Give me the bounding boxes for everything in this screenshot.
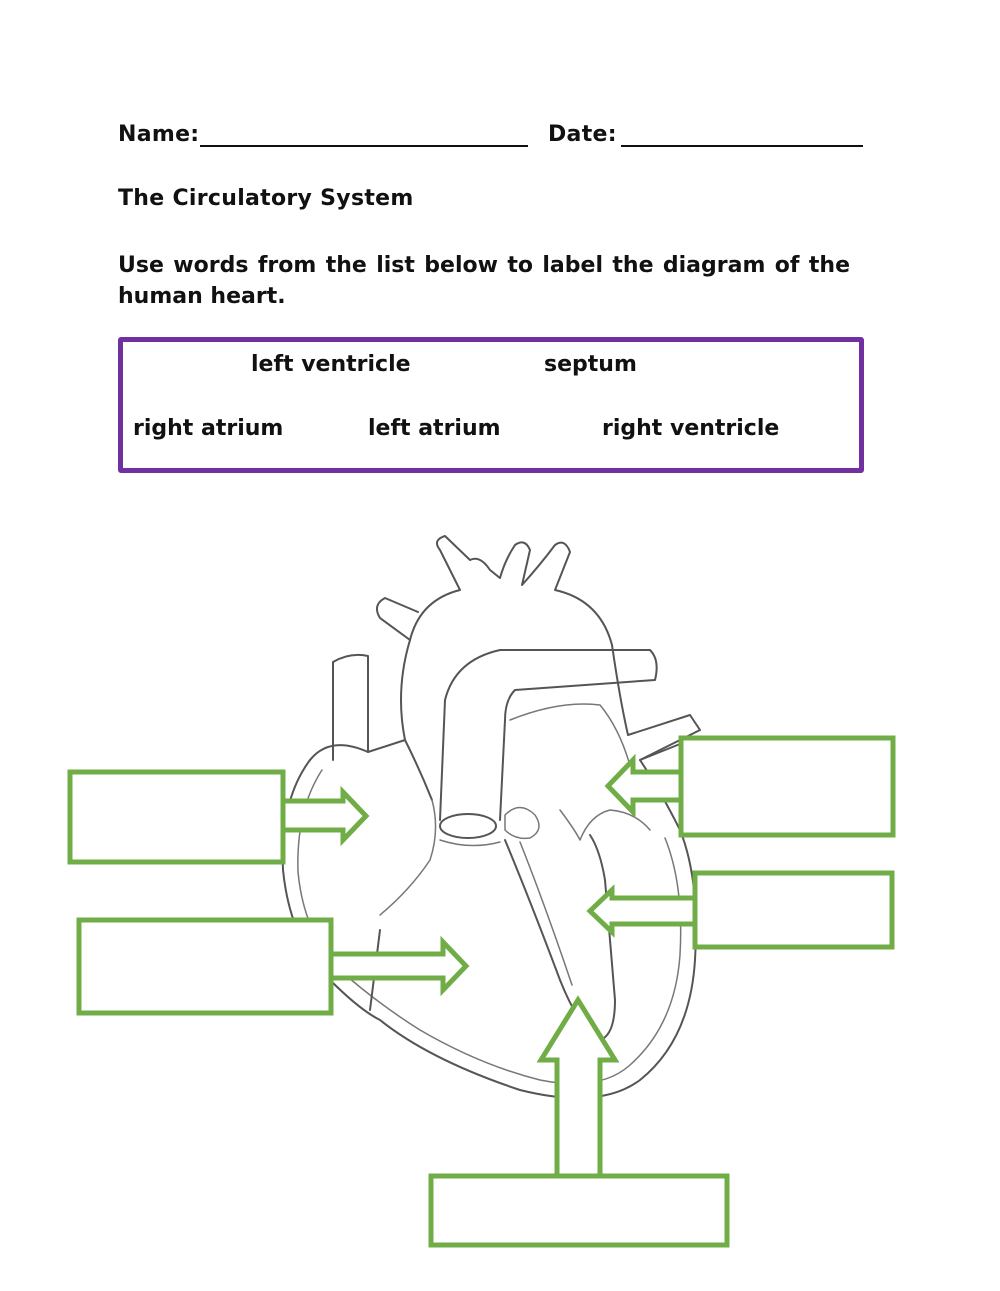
arrow-left-upper-right — [604, 753, 684, 819]
worksheet-title: The Circulatory System — [118, 186, 414, 211]
label-box-left-upper[interactable] — [67, 769, 286, 865]
name-label: Name: — [118, 122, 200, 147]
arrow-left-middle-right — [586, 884, 698, 938]
word-bank: left ventricle septum right atrium left … — [118, 337, 864, 473]
instructions: Use words from the list below to label t… — [118, 253, 850, 309]
word-septum: septum — [544, 352, 637, 377]
word-left-ventricle: left ventricle — [251, 352, 411, 377]
name-field[interactable] — [200, 145, 528, 147]
word-left-atrium: left atrium — [368, 416, 501, 441]
word-right-atrium: right atrium — [133, 416, 284, 441]
label-box-right-upper[interactable] — [678, 735, 896, 838]
label-box-bottom[interactable] — [428, 1173, 730, 1248]
arrow-up-bottom — [536, 995, 620, 1179]
word-right-ventricle: right ventricle — [602, 416, 780, 441]
arrow-right-upper-left — [280, 785, 370, 847]
date-label: Date: — [548, 122, 617, 147]
arrow-right-lower-left — [328, 935, 470, 997]
label-box-left-lower[interactable] — [76, 917, 334, 1016]
label-box-right-middle[interactable] — [692, 870, 895, 950]
date-field[interactable] — [621, 145, 863, 147]
